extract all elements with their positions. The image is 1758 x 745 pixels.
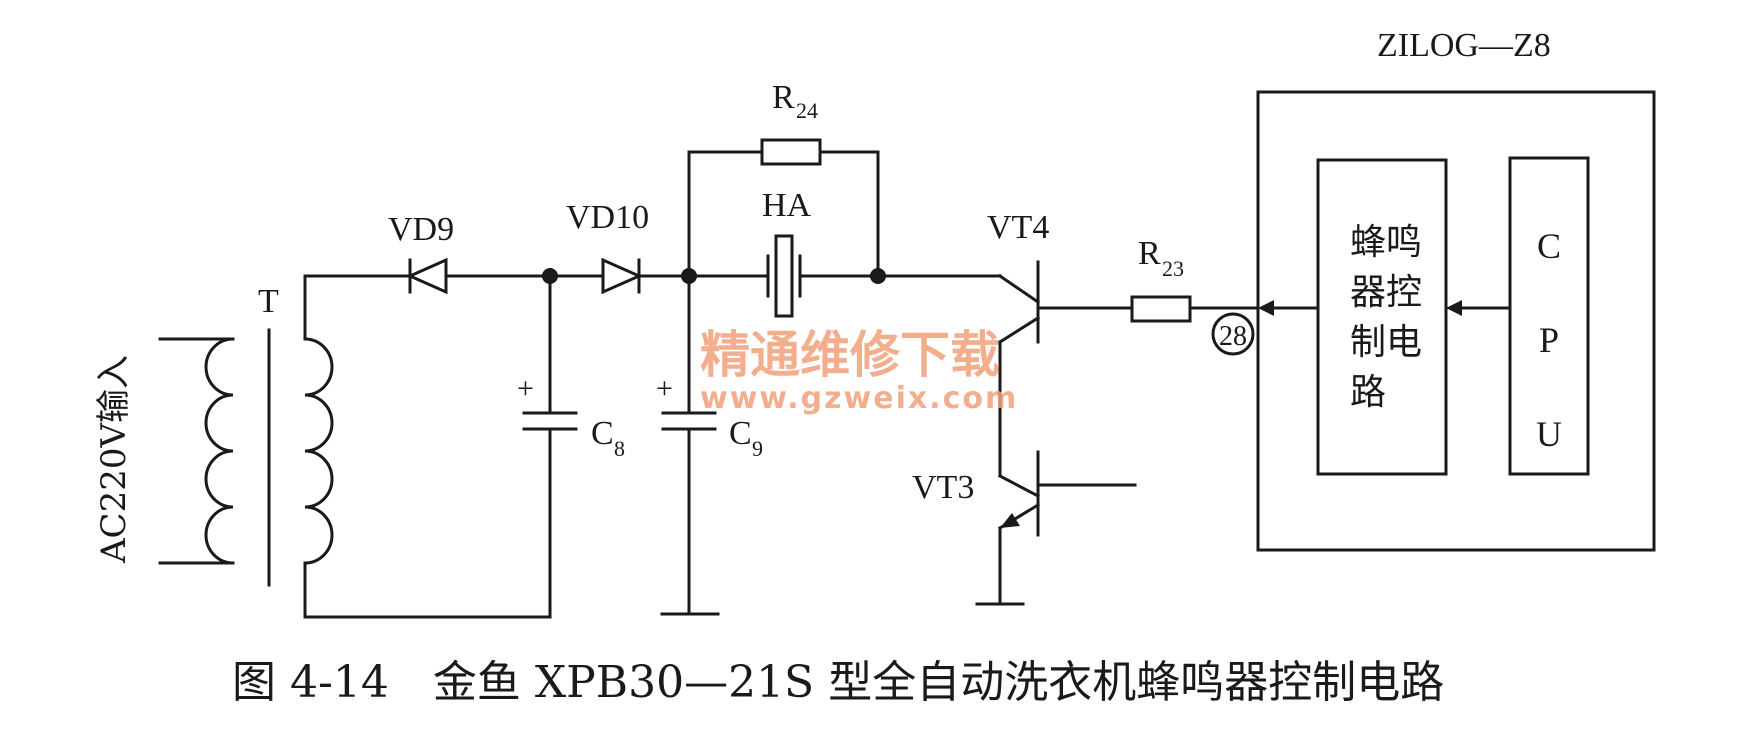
resistor-r24 [760,138,822,166]
r24-subscript: 24 [796,98,818,123]
c9-label: C [729,415,752,452]
cpu-text: C P U [1536,226,1562,454]
chip-zilog-z8 [1256,90,1656,552]
buzzer-ha [766,234,802,318]
watermark-cn: 精通维修下载 [700,326,1000,384]
buzzer-control-line-3: 制电 [1350,322,1422,363]
c8-subscript: 8 [614,436,625,461]
c8-plus: + [517,372,534,405]
wire-r24-left [687,150,764,278]
transistor-vt3 [975,450,1137,606]
vt4-label: VT4 [987,209,1049,246]
c9-subscript: 9 [752,436,763,461]
r24-label: R [772,79,795,116]
buzzer-control-block [1316,158,1448,476]
vd10-label: VD10 [566,199,649,236]
pin-28-label: 28 [1219,321,1247,352]
secondary-winding [303,337,334,565]
input-label: AC220V输入 [94,355,134,564]
pin-28-marker [1211,312,1255,356]
transformer [158,274,334,619]
primary-winding [204,337,235,565]
cpu-letter-u: U [1536,414,1562,454]
wire-r24-right [818,150,880,278]
transformer-label: T [258,283,279,320]
buzzer-control-line-1: 蜂鸣 [1350,222,1422,263]
arrowhead-cpu-to-control [1446,300,1462,316]
chip-label: ZILOG—Z8 [1377,27,1551,64]
watermark-url: www.gzweix.com [700,381,1018,416]
vd9-label: VD9 [388,211,454,248]
wire-c8-bottom [303,427,552,619]
buzzer-control-text: 蜂鸣 器控 制电 路 [1350,222,1422,413]
cpu-block [1508,156,1590,476]
cpu-letter-p: P [1539,320,1559,360]
c9-plus: + [656,372,673,405]
arrowhead-control-to-pin [1258,300,1274,316]
c8-label: C [591,415,614,452]
diode-vd10 [601,257,643,295]
cpu-letter-c: C [1537,226,1561,266]
resistor-r23 [1130,295,1192,323]
vt3-label: VT3 [912,469,974,506]
transistor-vt4 [997,260,1134,478]
ha-label: HA [762,187,812,224]
r23-subscript: 23 [1162,256,1184,281]
buzzer-control-line-4: 路 [1350,372,1386,413]
buzzer-control-line-2: 器控 [1350,272,1422,313]
r23-label: R [1138,235,1161,272]
diode-vd9 [406,257,448,295]
figure-caption: 图 4-14 金鱼 XPB30—21S 型全自动洗衣机蜂鸣器控制电路 [232,657,1444,708]
